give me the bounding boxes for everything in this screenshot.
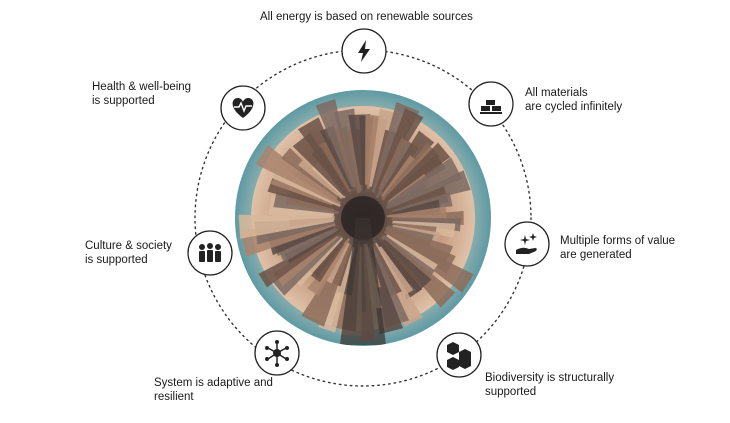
network-hub-icon: [265, 340, 289, 367]
hand-with-sparkles-icon: [516, 233, 537, 254]
group-of-people-icon: [199, 243, 221, 262]
icon-circle-energy: [341, 28, 387, 74]
icon-circle-culture: [187, 230, 233, 276]
city-globe-image: [235, 90, 491, 346]
stacked-bricks-icon: [480, 100, 502, 114]
heart-pulse-icon: [232, 98, 254, 118]
icon-circle-materials: [468, 81, 514, 127]
lightning-bolt-icon: [358, 40, 370, 62]
hexagon-cells-icon: [447, 342, 471, 370]
label-energy: All energy is based on renewable sources: [260, 11, 473, 23]
icon-circle-health: [220, 85, 266, 131]
icon-circle-bio: [436, 332, 482, 378]
icon-circle-system: [254, 330, 300, 376]
icon-circle-value: [504, 221, 550, 267]
